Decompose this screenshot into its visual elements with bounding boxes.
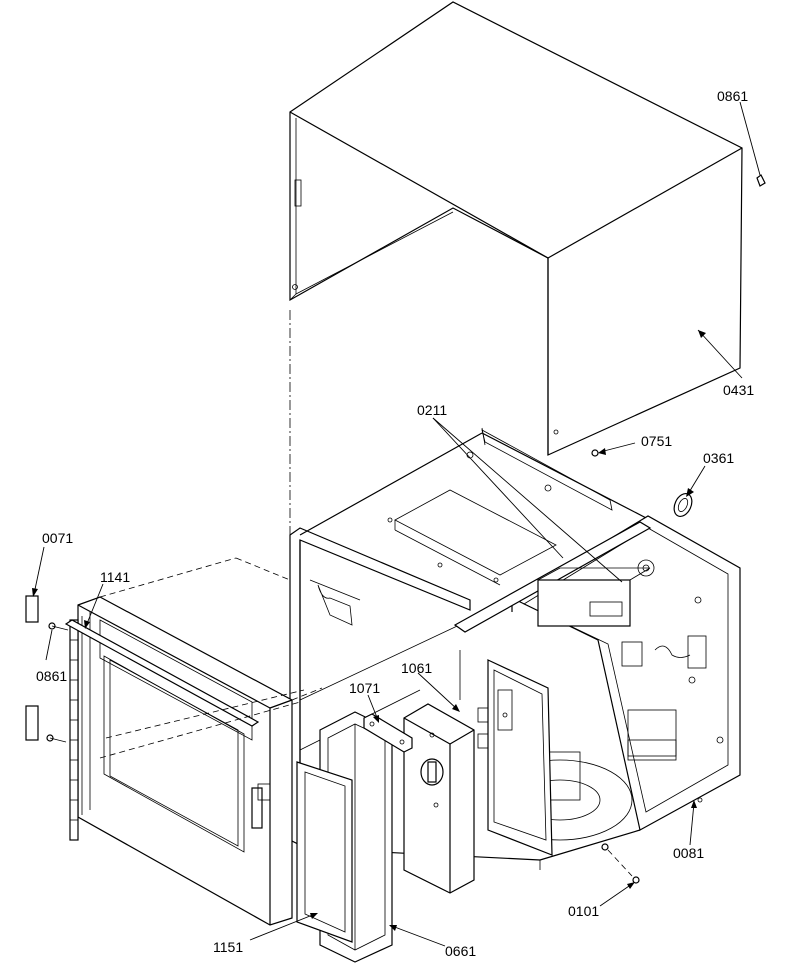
- screw-0861-top: [756, 174, 766, 187]
- dash-line: [99, 701, 301, 759]
- door-1141: [64, 596, 293, 926]
- dash-line: [291, 687, 323, 701]
- callout-0861-top: 0861: [717, 88, 748, 104]
- callout-1071: 1071: [349, 680, 380, 696]
- screw-0751: [591, 449, 599, 457]
- bracket-1071: [363, 713, 413, 753]
- dash-line: [99, 557, 237, 598]
- callout-0661: 0661: [445, 943, 476, 959]
- callout-0211: 0211: [417, 402, 447, 418]
- hinge-pins-0071: [25, 595, 69, 743]
- callout-0431: 0431: [723, 382, 754, 398]
- foot-0361: [673, 493, 693, 517]
- callout-0861-left: 0861: [36, 668, 67, 684]
- top-cover-0431: [289, 1, 743, 456]
- leader-lines: [32, 101, 761, 947]
- chassis-base: [289, 427, 741, 870]
- callout-0361: 0361: [703, 450, 734, 466]
- callout-0071: 0071: [42, 530, 73, 546]
- callout-0081: 0081: [673, 845, 704, 861]
- callout-0101: 0101: [568, 903, 599, 919]
- callout-0751: 0751: [641, 433, 672, 449]
- callout-1151: 1151: [213, 939, 243, 955]
- screw-0101: [601, 843, 640, 884]
- control-overlay-1151: [296, 761, 353, 943]
- dash-line: [105, 689, 305, 739]
- dash-line: [235, 557, 291, 581]
- control-box-1061: [403, 703, 475, 894]
- callout-1141: 1141: [100, 569, 130, 585]
- callout-1061: 1061: [401, 660, 432, 676]
